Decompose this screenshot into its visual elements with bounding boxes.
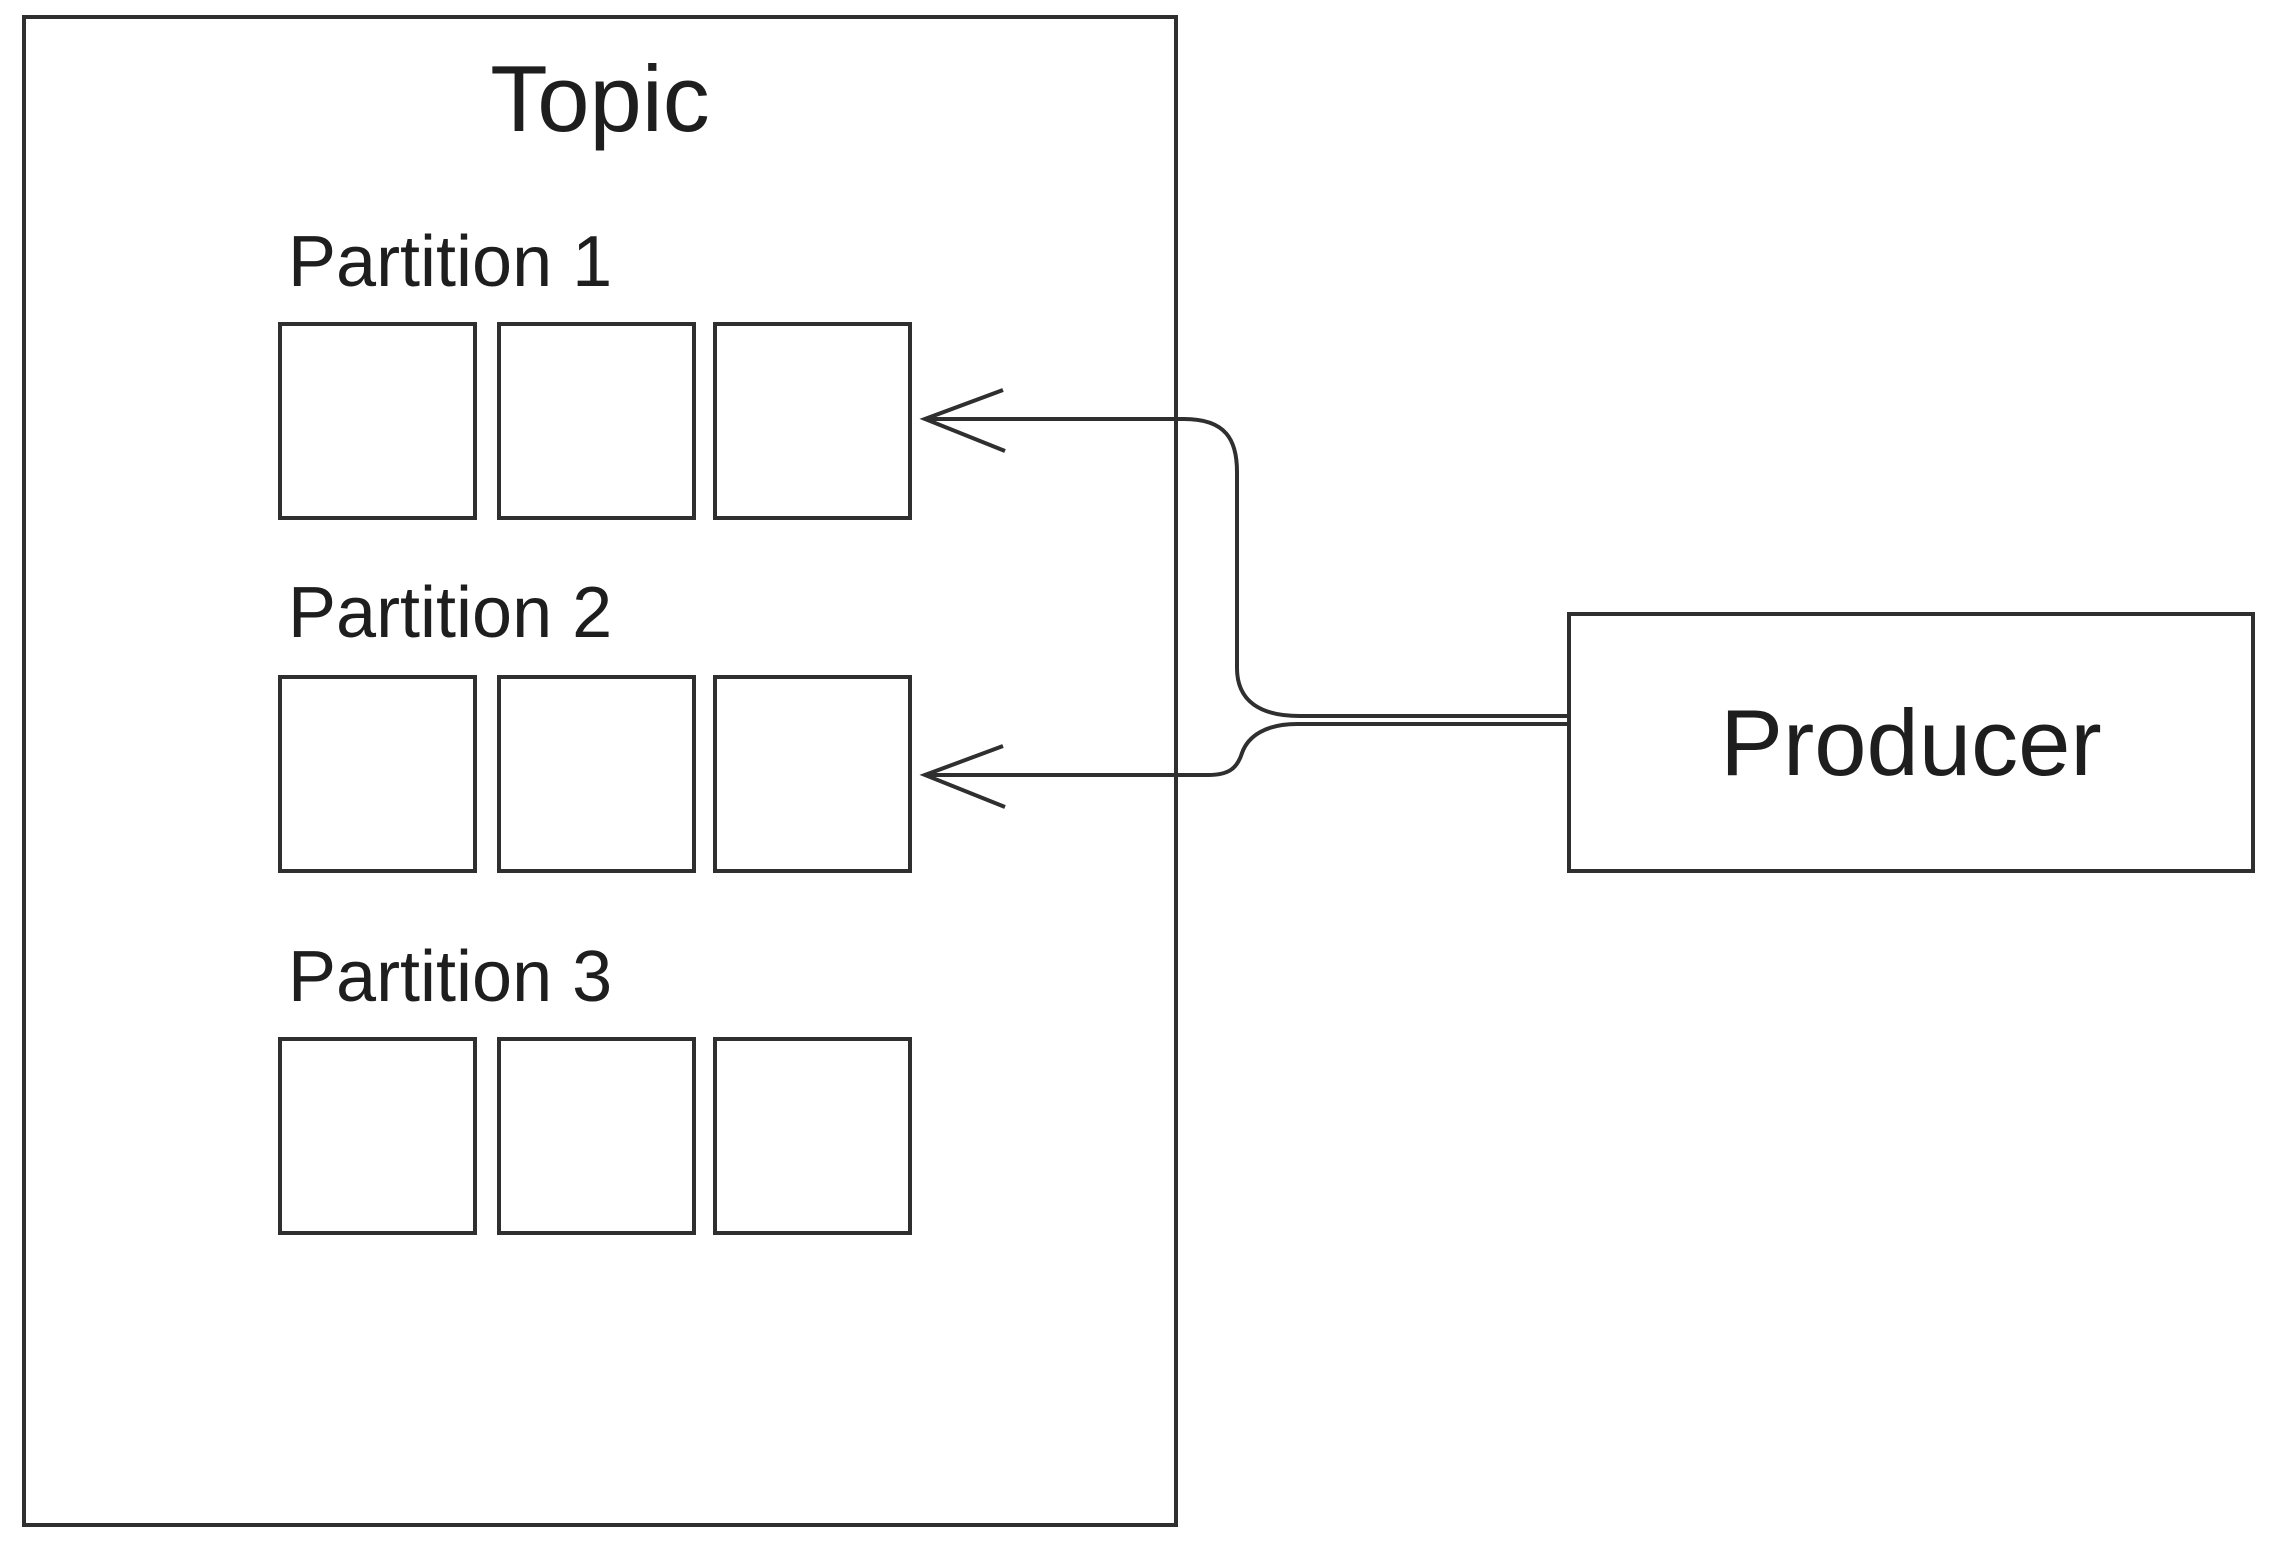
partition-1-cell-3 — [713, 322, 912, 520]
producer-label: Producer — [1720, 689, 2102, 795]
partition-3-cell-3 — [713, 1037, 912, 1235]
partition-1-label: Partition 1 — [288, 222, 613, 302]
partition-3-cell-2 — [497, 1037, 696, 1235]
topic-title: Topic — [490, 46, 710, 151]
partition-1-cell-1 — [278, 322, 477, 520]
partition-3-label: Partition 3 — [288, 937, 613, 1017]
partition-2-cell-2 — [497, 675, 696, 873]
partition-2-cell-1 — [278, 675, 477, 873]
partition-1-cell-2 — [497, 322, 696, 520]
partition-3-cell-1 — [278, 1037, 477, 1235]
producer-box: Producer — [1567, 612, 2255, 873]
partition-2-cell-3 — [713, 675, 912, 873]
partition-2-label: Partition 2 — [288, 573, 613, 653]
